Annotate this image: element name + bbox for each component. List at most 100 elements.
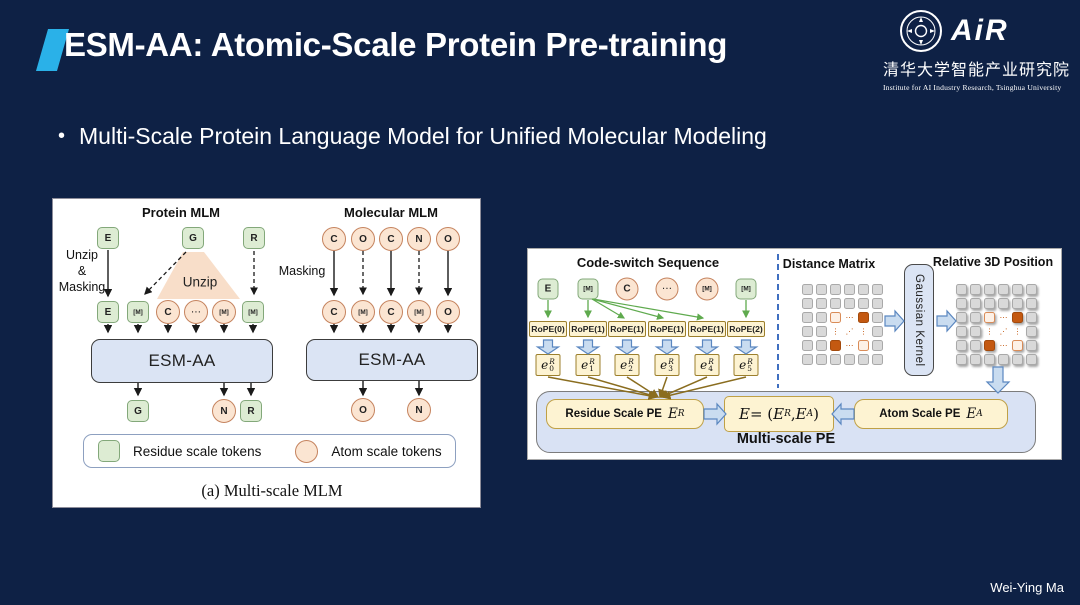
distance-matrix-header: Distance Matrix [782, 257, 876, 271]
rope-box: RoPE(1) [688, 321, 726, 337]
matrix-cell-g [802, 312, 813, 323]
token-atom-mask: [M] [212, 300, 236, 324]
esm-aa-model-box: ESM-AA [91, 339, 273, 383]
matrix-cell-g [802, 326, 813, 337]
matrix-cell-dd: ⋰ [999, 326, 1008, 336]
tsinghua-seal-icon [900, 10, 942, 52]
rope-box: RoPE(1) [569, 321, 607, 337]
token-residue: R [243, 227, 265, 249]
protein-mlm-header: Protein MLM [142, 205, 220, 220]
token-residue: E [97, 227, 119, 249]
rope-box: RoPE(0) [529, 321, 567, 337]
rope-box: RoPE(1) [608, 321, 646, 337]
matrix-cell-g [1026, 340, 1037, 351]
esm-aa-model-box: ESM-AA [306, 339, 478, 381]
matrix-cell-lt [984, 312, 995, 323]
matrix-cell-g [872, 312, 883, 323]
legend-residue-label: Residue scale tokens [133, 443, 262, 459]
matrix-cell-g [956, 340, 967, 351]
matrix-cell-g [1012, 284, 1023, 295]
matrix-cell-g [830, 284, 841, 295]
matrix-cell-g [816, 340, 827, 351]
bullet-text: Multi-Scale Protein Language Model for U… [79, 123, 767, 149]
token-atom-mask: [M] [351, 300, 375, 324]
matrix-cell-dk [858, 312, 869, 323]
matrix-cell-g [1026, 312, 1037, 323]
bullet-marker: • [58, 125, 66, 147]
matrix-cell-dk [984, 340, 995, 351]
matrix-cell-g [984, 284, 995, 295]
relative-3d-position-grid: ⋯⋮⋰⋮⋯ [956, 284, 1037, 365]
matrix-cell-g [1012, 298, 1023, 309]
distance-matrix-grid: ⋯⋮⋰⋮⋯ [802, 284, 883, 365]
residue-token-swatch [98, 440, 120, 462]
matrix-cell-g [970, 354, 981, 365]
matrix-cell-dv: ⋮ [1013, 326, 1022, 336]
token-atom: N [407, 227, 431, 251]
matrix-cell-g [802, 354, 813, 365]
matrix-cell-g [998, 298, 1009, 309]
token-atom: C [322, 300, 346, 324]
matrix-cell-g [816, 298, 827, 309]
token-residue: E [97, 301, 119, 323]
token-residue: R [240, 400, 262, 422]
token-atom: O [436, 227, 460, 251]
matrix-cell-g [970, 340, 981, 351]
legend-atom-label: Atom scale tokens [331, 443, 442, 459]
logo-english-text: Institute for AI Industry Research, Tsin… [883, 83, 1062, 92]
matrix-cell-g [984, 354, 995, 365]
institute-logo: AiR 清华大学智能产业研究院 Institute for AI Industr… [883, 8, 1069, 92]
token-residue: E [537, 278, 559, 300]
figure-multiscale-pe: Code-switch Sequence Distance Matrix Rel… [527, 248, 1062, 460]
token-residue-mask: [M] [127, 301, 149, 323]
footer-author: Wei-Ying Ma [990, 580, 1064, 595]
token-atom: O [351, 398, 375, 422]
atom-token-swatch [295, 439, 319, 463]
matrix-cell-g [830, 354, 841, 365]
matrix-cell-dh: ⋯ [845, 340, 854, 350]
matrix-cell-g [816, 284, 827, 295]
matrix-cell-dk [830, 340, 841, 351]
matrix-cell-g [956, 354, 967, 365]
matrix-cell-g [970, 298, 981, 309]
logo-chinese-text: 清华大学智能产业研究院 [883, 62, 1071, 79]
token-atom: N [212, 399, 236, 423]
figure-caption: (a) Multi-scale MLM [201, 481, 343, 500]
matrix-cell-g [802, 284, 813, 295]
token-atom-ellipsis: ⋯ [655, 277, 679, 301]
matrix-cell-g [872, 340, 883, 351]
matrix-cell-g [802, 298, 813, 309]
token-residue-mask: [M] [735, 278, 757, 300]
matrix-cell-g [858, 284, 869, 295]
multiscale-pe-label: Multi-scale PE [736, 431, 836, 447]
matrix-cell-g [872, 284, 883, 295]
matrix-cell-g [1026, 284, 1037, 295]
matrix-cell-g [984, 298, 995, 309]
matrix-cell-g [970, 326, 981, 337]
matrix-cell-dk [1012, 312, 1023, 323]
matrix-cell-g [802, 340, 813, 351]
matrix-cell-dv: ⋮ [831, 326, 840, 336]
token-atom: C [322, 227, 346, 251]
unzip-masking-label: Unzip & Masking [58, 248, 106, 294]
matrix-cell-g [1026, 354, 1037, 365]
matrix-cell-g [858, 298, 869, 309]
matrix-cell-dv: ⋮ [985, 326, 994, 336]
token-atom: C [615, 277, 639, 301]
matrix-cell-g [844, 354, 855, 365]
token-atom: C [379, 227, 403, 251]
matrix-cell-g [956, 284, 967, 295]
matrix-cell-g [872, 354, 883, 365]
rope-box: RoPE(2) [727, 321, 765, 337]
bullet-row: • Multi-Scale Protein Language Model for… [58, 123, 767, 150]
page-title: ESM-AA: Atomic-Scale Protein Pre-trainin… [64, 26, 728, 63]
matrix-cell-g [830, 298, 841, 309]
